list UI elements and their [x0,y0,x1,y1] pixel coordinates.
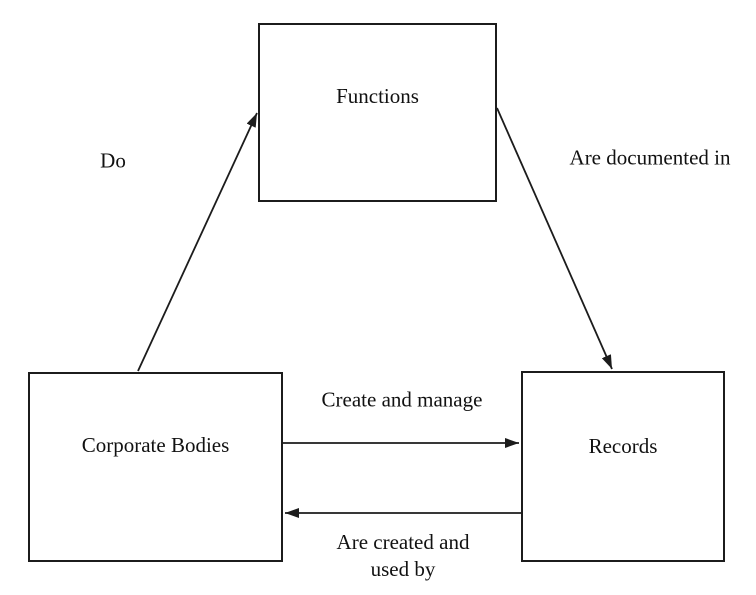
node-functions-label: Functions [336,84,419,109]
node-corporate-bodies: Corporate Bodies [28,372,283,562]
node-corporate-bodies-label: Corporate Bodies [81,433,230,458]
node-records: Records [521,371,725,562]
arrow-functions-to-records [496,107,613,370]
edge-label-create-and-manage: Create and manage [321,387,483,412]
node-functions: Functions [258,23,497,202]
arrow-corporate-bodies-to-functions [137,112,258,372]
edge-label-are-documented-in: Are documented in [569,145,731,170]
edge-label-do: Do [100,148,126,173]
edge-label-are-created-and-used-by: Are created and used by [336,530,470,581]
node-records-label: Records [588,434,658,459]
